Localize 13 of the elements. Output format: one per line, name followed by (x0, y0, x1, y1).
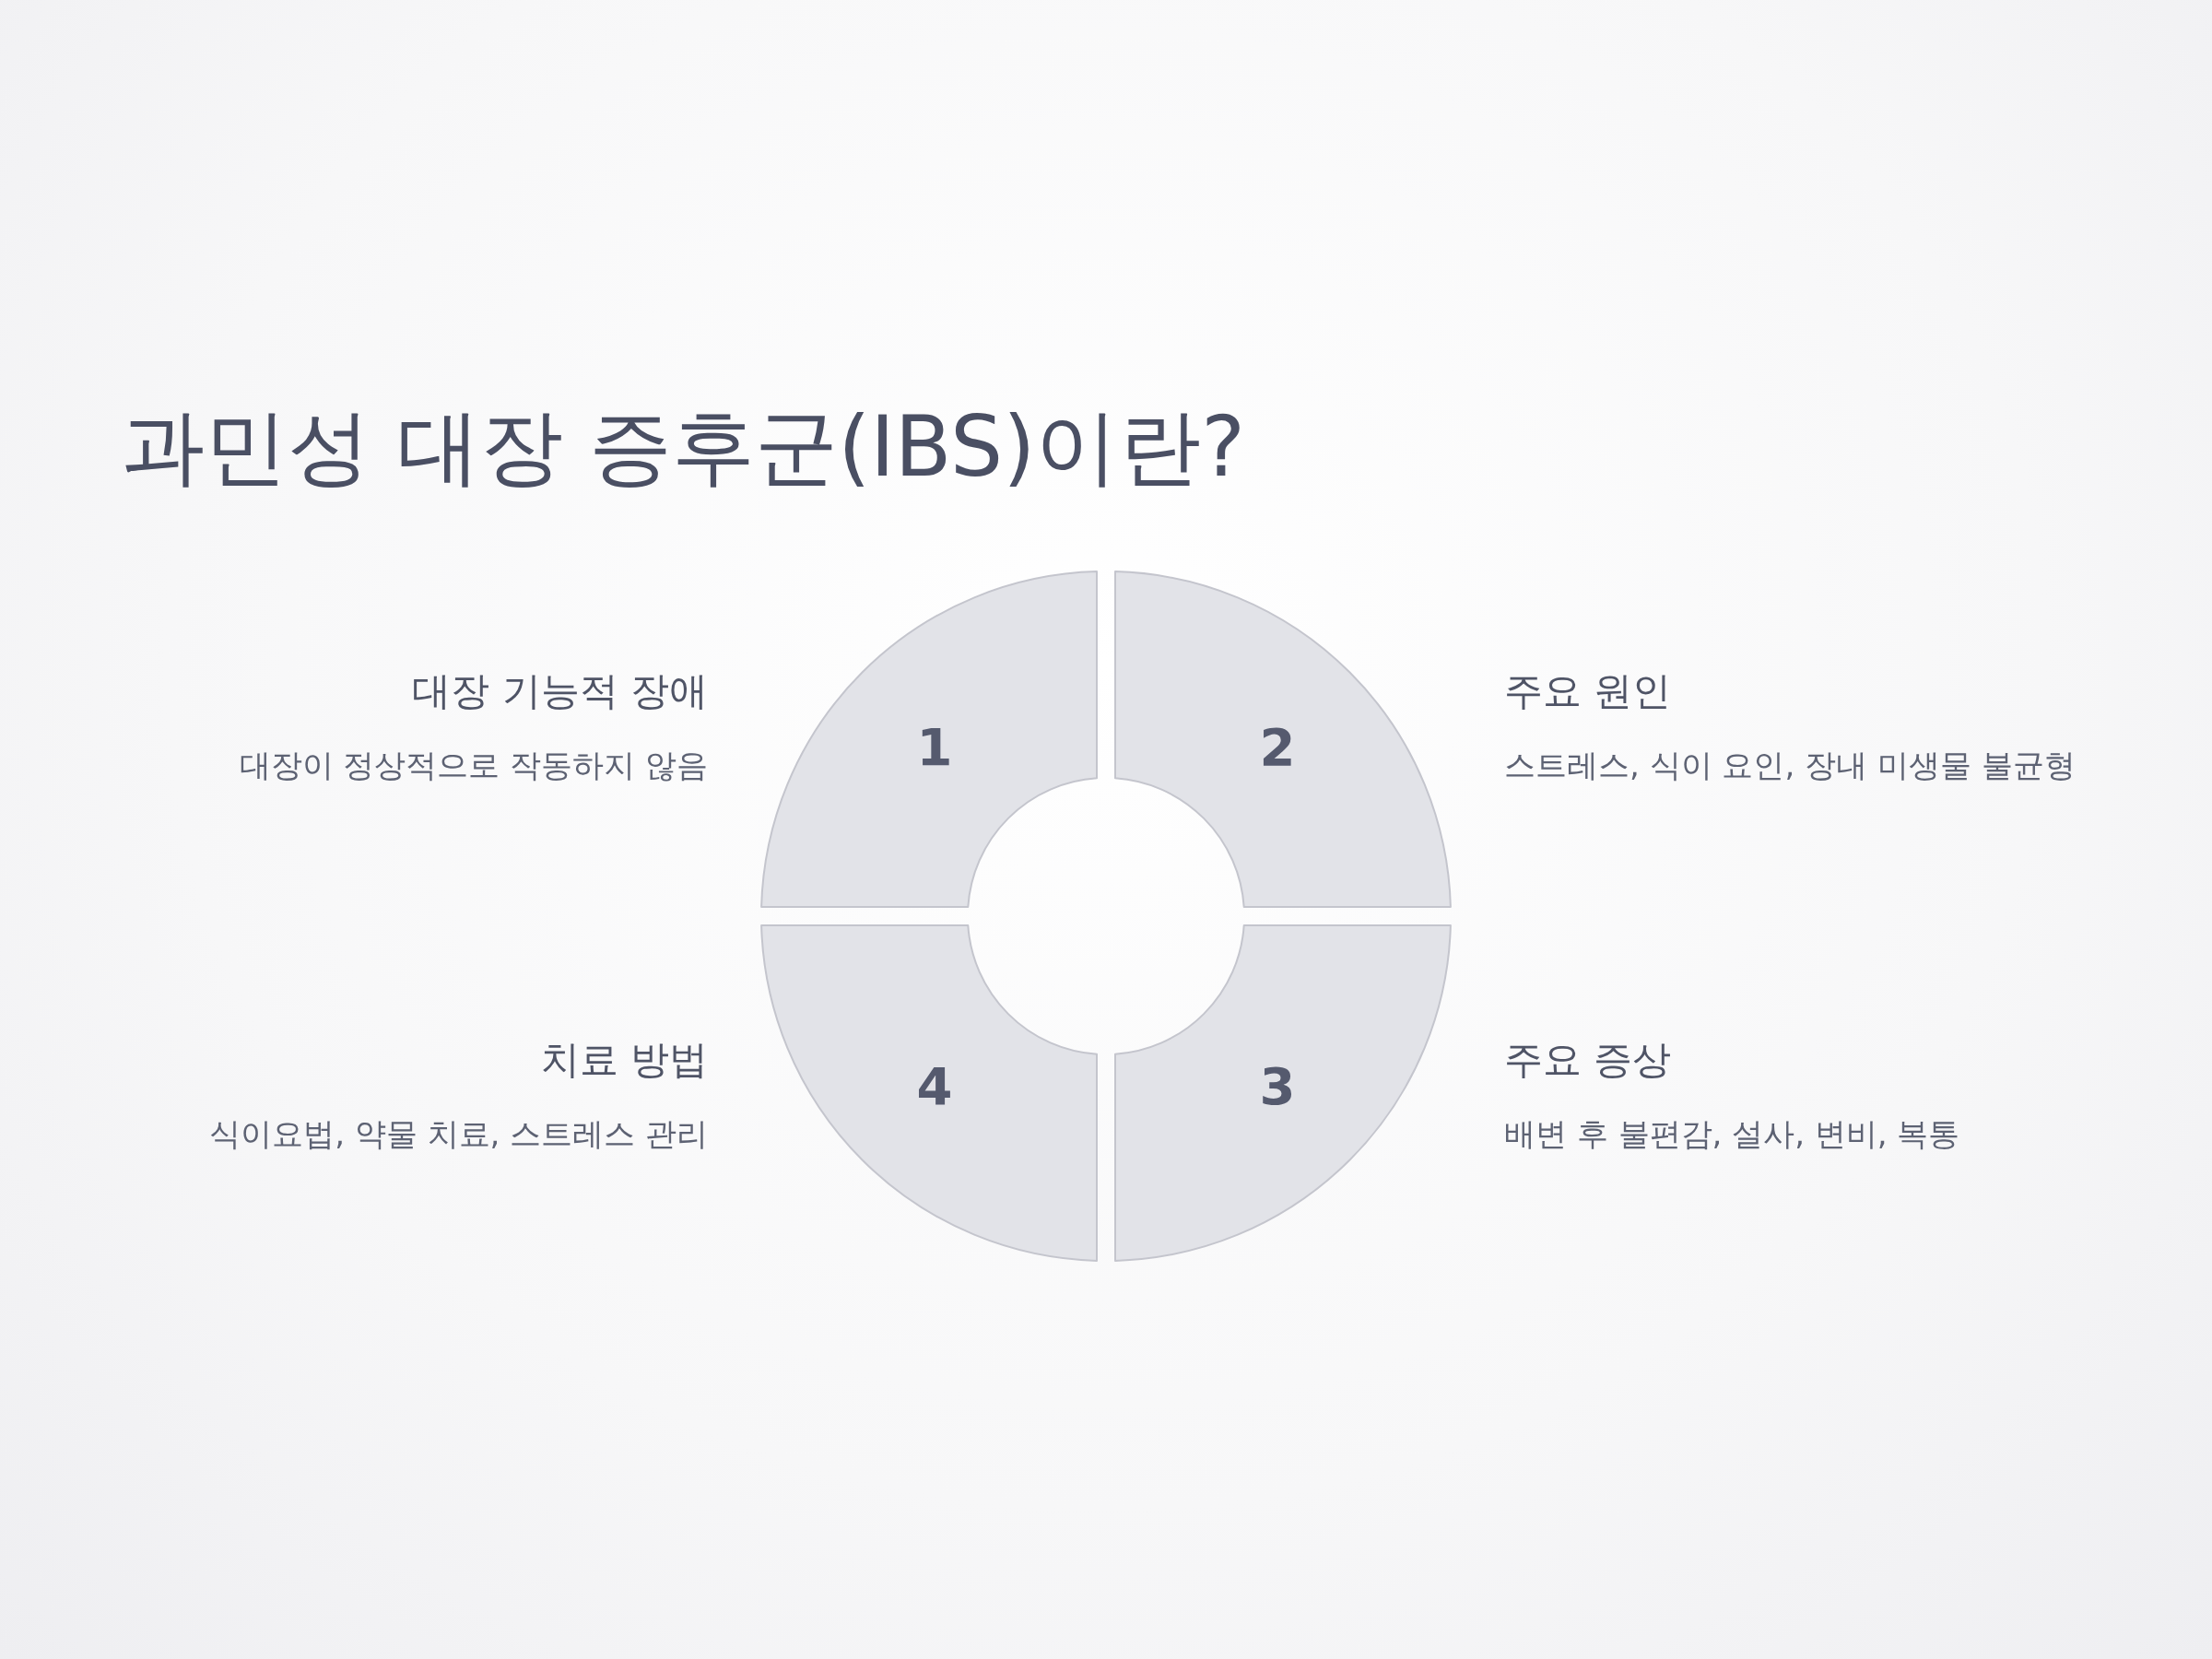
step-number: 2 (1259, 716, 1296, 777)
step-number: 4 (916, 1055, 953, 1116)
heading: 주요 증상 (1504, 1036, 1672, 1084)
step-number: 1 (916, 716, 953, 777)
description: 스트레스, 식이 요인, 장내 미생물 불균형 (1504, 746, 2076, 785)
step-number: 3 (1259, 1055, 1296, 1116)
description: 배변 후 불편감, 설사, 변비, 복통 (1504, 1114, 1960, 1154)
heading: 주요 원인 (1504, 667, 1672, 715)
description: 식이요법, 약물 치료, 스트레스 관리 (209, 1114, 708, 1154)
heading: 치료 방법 (540, 1036, 708, 1084)
description: 대장이 정상적으로 작동하지 않음 (239, 746, 708, 785)
title: 과민성 대장 증후군(IBS)이란? (122, 397, 1246, 497)
heading: 대장 기능적 장애 (412, 667, 708, 715)
